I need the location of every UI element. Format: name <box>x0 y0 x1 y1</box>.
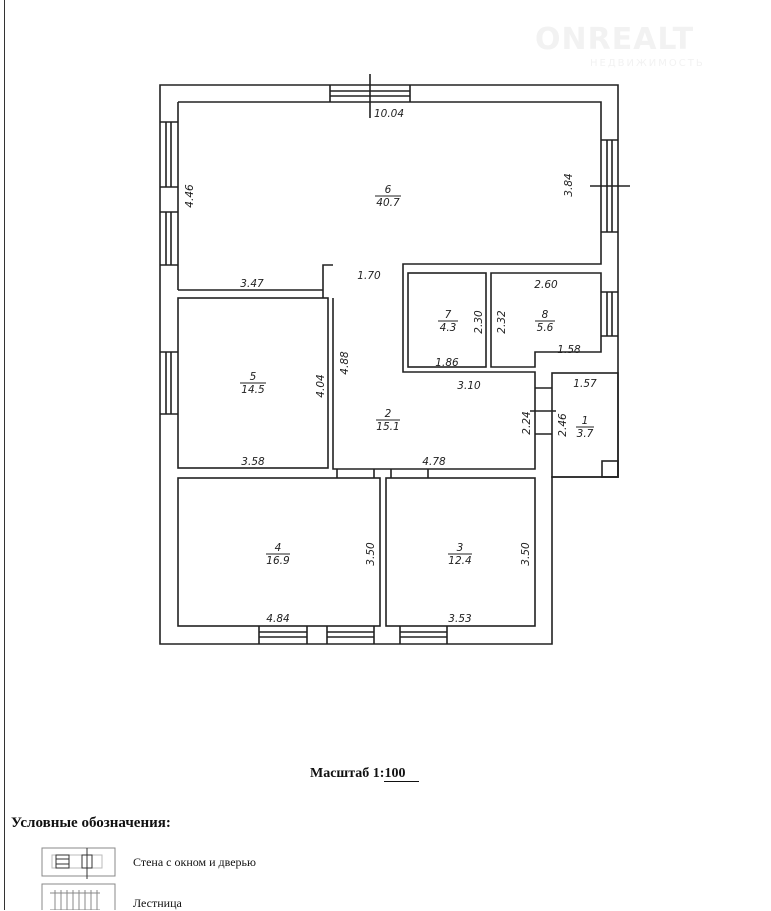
dim-label: 1.57 <box>573 378 597 390</box>
dim-label: 1.86 <box>435 357 459 369</box>
room-number: 8 <box>542 309 549 321</box>
window-right-2 <box>601 291 618 337</box>
window-bottom-3 <box>399 626 448 644</box>
outer-wall <box>159 84 619 645</box>
legend-stairs-symbol <box>41 883 116 910</box>
door-openings <box>336 469 429 478</box>
dim-label: 1.58 <box>557 344 581 356</box>
dim-label: 1.70 <box>357 270 381 282</box>
room-area: 4.3 <box>440 322 457 334</box>
legend-item-stairs: Лестница <box>133 896 182 910</box>
room-5-outline <box>177 297 329 469</box>
scale-prefix: Масштаб 1: <box>310 766 385 781</box>
dim-label: 3.53 <box>448 613 471 625</box>
room-number: 4 <box>275 542 282 554</box>
legend-symbols <box>41 847 116 910</box>
room-labels: 6 40.7 5 14.5 7 4.3 8 5.6 2 15.1 1 3.7 4… <box>240 184 594 567</box>
room-area: 3.7 <box>577 428 594 440</box>
room-4-outline <box>177 477 381 627</box>
room-6-outline <box>178 101 602 470</box>
window-bottom-2 <box>326 626 375 644</box>
dim-label: 3.84 <box>563 173 575 196</box>
room-number: 6 <box>385 184 392 196</box>
watermark-logo: ONREALT <box>535 22 695 57</box>
scale-value: 100 <box>384 766 420 782</box>
room-7-outline <box>407 272 487 368</box>
room-number: 5 <box>250 371 257 383</box>
scale-label: Масштаб 1:100 <box>310 766 420 782</box>
dim-label: 3.47 <box>240 278 264 290</box>
dim-label: 3.58 <box>241 456 265 468</box>
room-area: 16.9 <box>266 555 290 567</box>
room-1-fixture <box>601 460 619 478</box>
windows <box>160 74 630 644</box>
legend-wall-window-door-symbol <box>41 847 116 877</box>
window-left-3 <box>160 351 178 415</box>
window-bottom-1 <box>258 626 308 644</box>
dim-label: 4.46 <box>184 184 196 208</box>
room-area: 5.6 <box>537 322 554 334</box>
dim-label: 2.32 <box>496 310 508 334</box>
dim-label: 10.04 <box>374 108 404 120</box>
legend-title: Условные обозначения: <box>11 815 171 831</box>
room-number: 1 <box>582 415 589 427</box>
sheet-border <box>4 0 5 910</box>
dimension-labels: 10.04 4.46 3.84 3.47 1.70 2.60 2.30 2.32… <box>184 108 597 625</box>
room-8-outline <box>490 272 602 368</box>
dim-label: 4.04 <box>315 374 327 397</box>
dim-label: 3.50 <box>520 542 532 566</box>
window-left-2 <box>160 211 178 266</box>
dim-label: 3.50 <box>365 542 377 566</box>
room-area: 12.4 <box>448 555 471 567</box>
room-area: 40.7 <box>376 197 400 209</box>
dim-label: 4.78 <box>422 456 446 468</box>
entrance-door <box>530 387 556 435</box>
room-area: 14.5 <box>241 384 265 396</box>
room-area: 15.1 <box>376 421 399 433</box>
window-left-1 <box>160 121 178 188</box>
dim-label: 4.88 <box>339 351 351 375</box>
window-right-1 <box>590 139 630 233</box>
watermark-subtitle: НЕДВИЖИМОСТЬ <box>590 58 705 69</box>
room-1-outline <box>551 372 619 478</box>
room-number: 2 <box>385 408 392 420</box>
dim-label: 2.30 <box>473 310 485 334</box>
legend-item-wall: Стена с окном и дверью <box>133 855 256 869</box>
room-3-outline <box>385 477 536 627</box>
dim-label: 3.10 <box>457 380 481 392</box>
room-number: 3 <box>457 542 464 554</box>
dim-label: 2.60 <box>534 279 558 291</box>
dim-label: 4.84 <box>266 613 289 625</box>
dim-label: 2.46 <box>557 413 569 437</box>
window-top <box>329 85 411 102</box>
dim-label: 2.24 <box>521 411 533 434</box>
room-number: 7 <box>445 309 452 321</box>
